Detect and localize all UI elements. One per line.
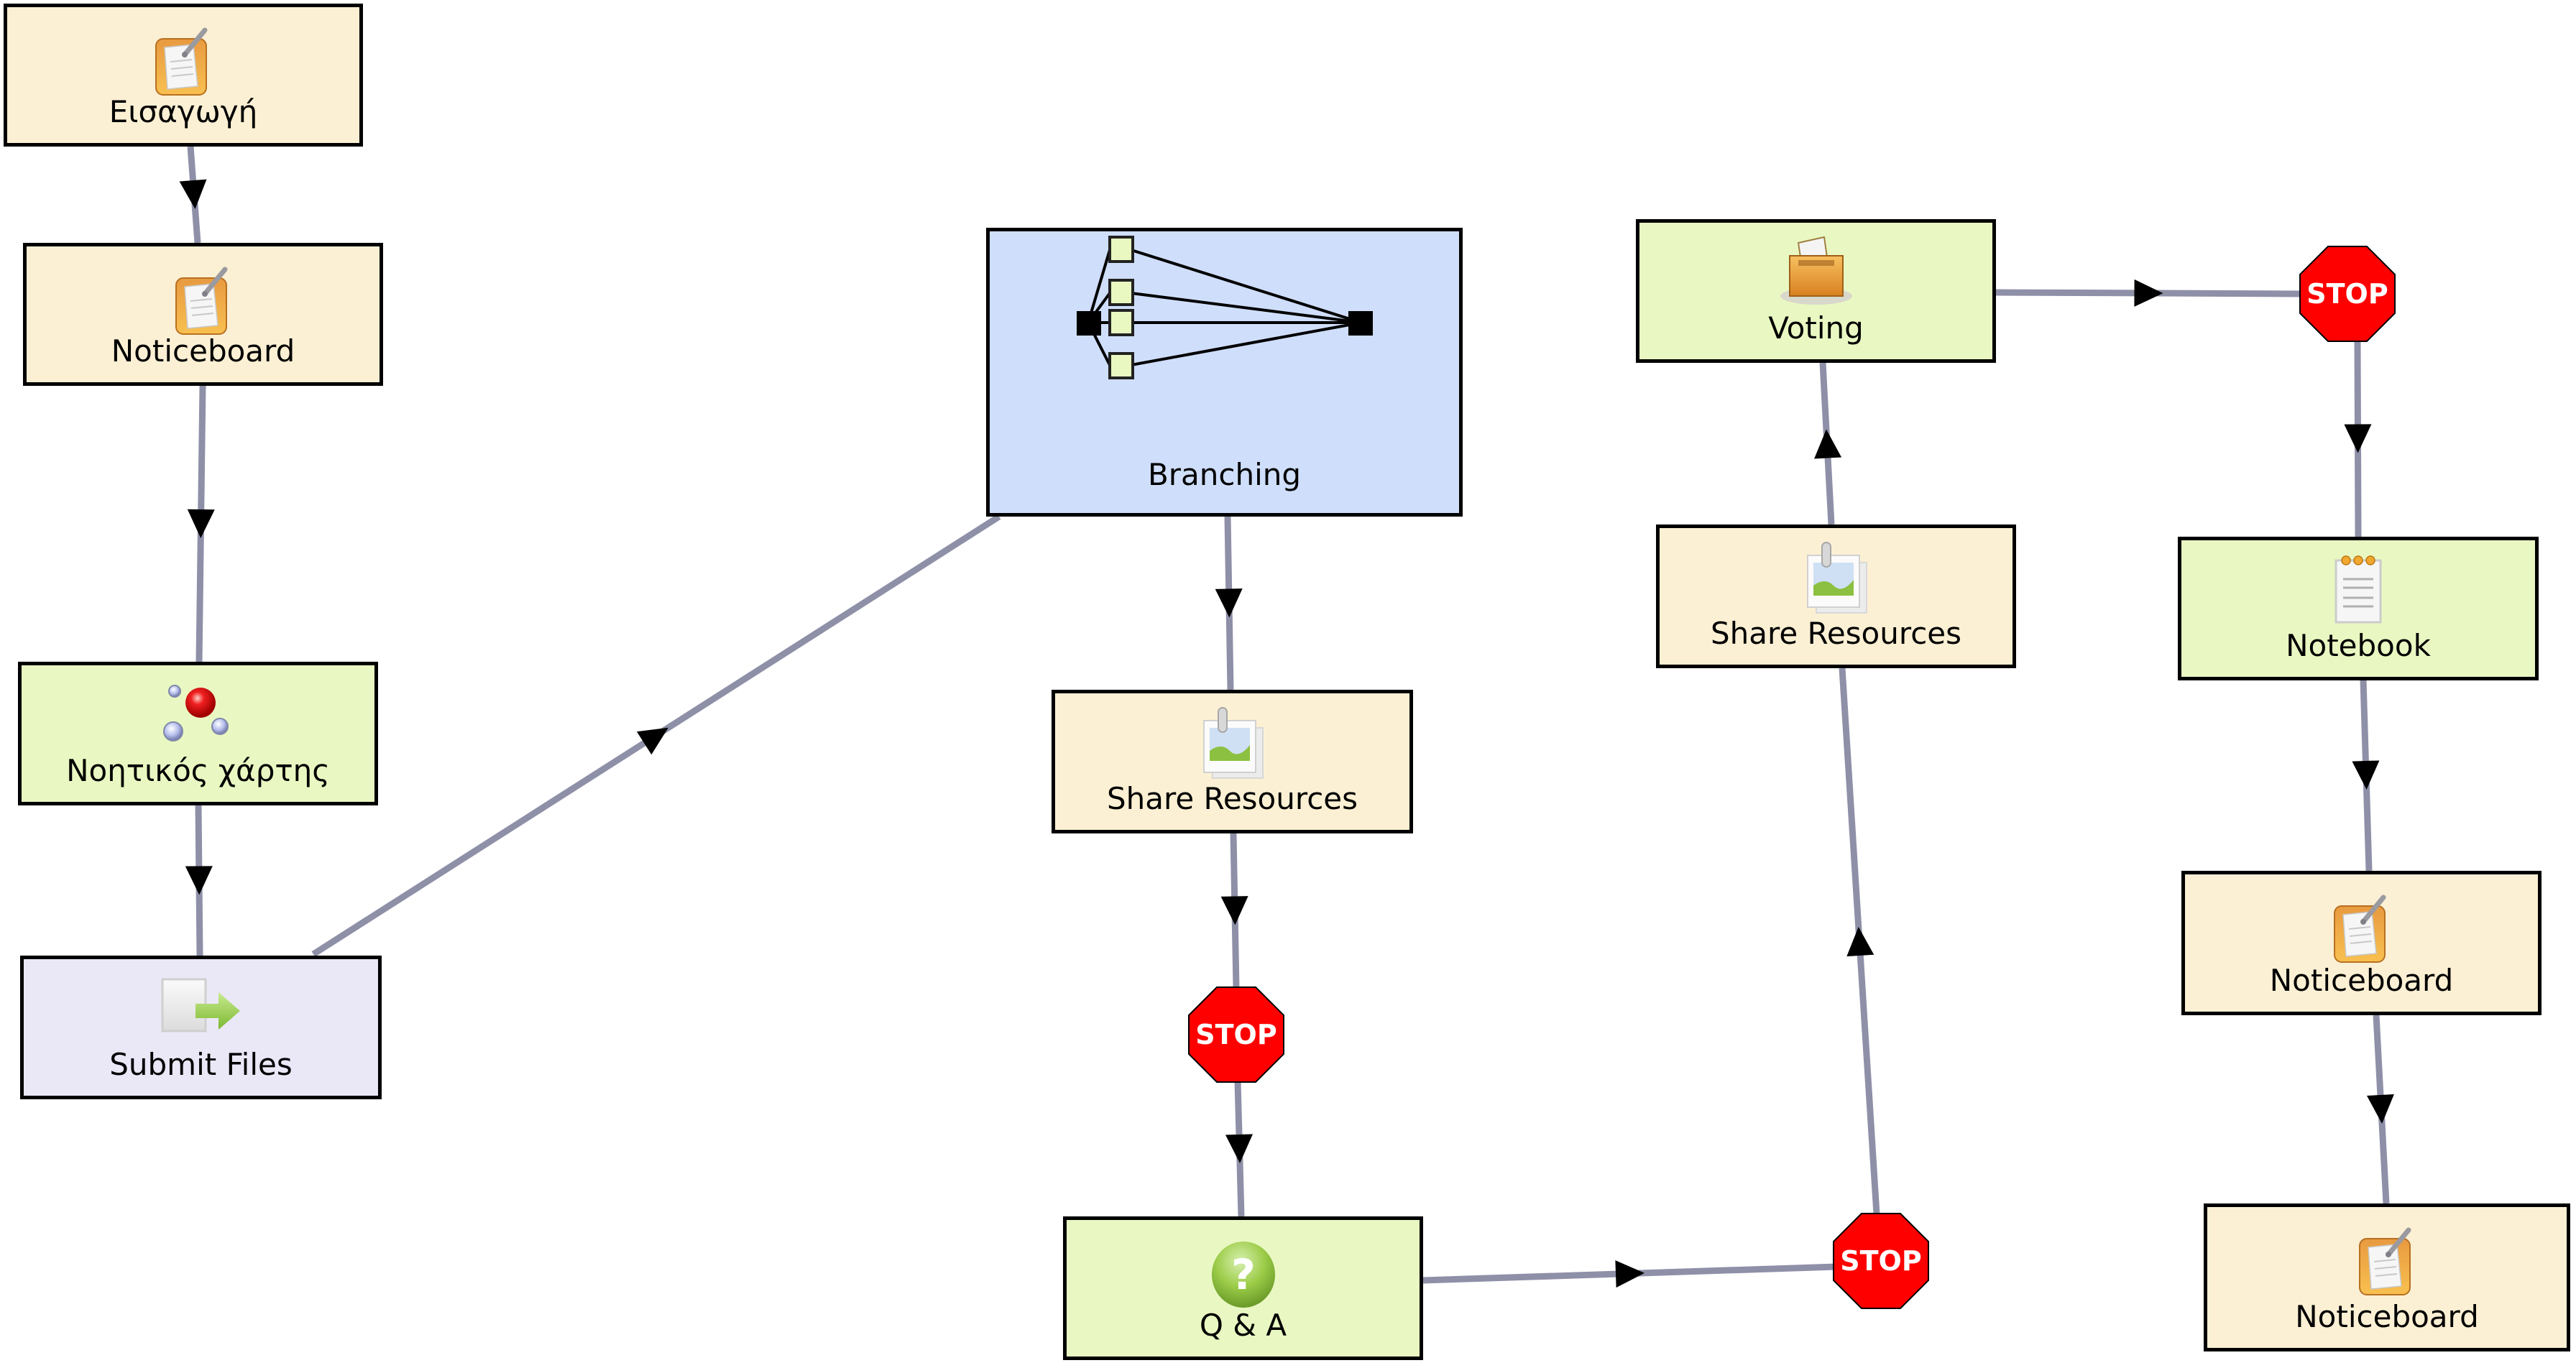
edge-n10-n11[interactable] — [2352, 679, 2380, 872]
stop-gate[interactable]: STOP — [1188, 986, 1284, 1083]
ballot-box-icon — [1780, 236, 1852, 305]
edge-n9-s3[interactable] — [1995, 279, 2302, 307]
edge-n6-s1[interactable] — [1220, 833, 1248, 989]
stop-gate[interactable]: STOP — [1833, 1213, 1929, 1309]
activity-label: Voting — [1768, 310, 1864, 346]
activity-share-resources[interactable]: Share Resources — [1052, 690, 1413, 833]
stop-sign-icon — [1188, 986, 1284, 1083]
noticeboard-icon — [175, 267, 227, 335]
arrowhead-icon — [187, 509, 215, 538]
arrowhead-icon — [1225, 1134, 1253, 1163]
activity-label: Noticeboard — [2295, 1299, 2479, 1334]
arrowhead-icon — [179, 179, 207, 209]
arrowhead-icon — [1215, 588, 1243, 618]
activity-mindmap[interactable]: Νοητικός χάρτης — [18, 662, 378, 805]
activity-label: Noticeboard — [2269, 963, 2454, 998]
activity-label: Share Resources — [1106, 781, 1358, 816]
svg-text:?: ? — [1231, 1250, 1256, 1299]
activity-label: Submit Files — [109, 1047, 293, 1082]
notebook-icon — [2334, 555, 2382, 624]
edge-n8-n9[interactable] — [1814, 362, 1842, 525]
edge-s3-n10[interactable] — [2344, 340, 2372, 537]
activity-branching[interactable]: Branching — [986, 228, 1463, 517]
activity-share-resources-2[interactable]: Share Resources — [1656, 524, 2016, 668]
activity-label: Εισαγωγή — [109, 94, 258, 129]
noticeboard-icon — [2333, 895, 2386, 963]
share-resources-icon — [1806, 542, 1867, 614]
activity-voting[interactable]: Voting — [1636, 219, 1996, 363]
activity-submit-files[interactable]: Submit Files — [20, 956, 382, 1099]
activity-noticeboard-2[interactable]: Noticeboard — [2181, 871, 2542, 1015]
activity-label: Q & A — [1199, 1308, 1287, 1343]
stop-gate[interactable]: STOP — [2299, 246, 2396, 342]
arrowhead-icon — [1846, 927, 1874, 957]
stop-label: STOP — [2306, 278, 2388, 310]
mindmap-icon — [162, 685, 229, 741]
activity-label: Νοητικός χάρτης — [66, 753, 330, 788]
question-icon: ? — [1211, 1242, 1275, 1308]
arrowhead-icon — [1220, 896, 1248, 925]
activity-introduction[interactable]: Εισαγωγή — [4, 4, 363, 147]
arrowhead-icon — [185, 866, 213, 895]
arrowhead-icon — [2134, 279, 2163, 307]
edge-n7-s2[interactable] — [1422, 1260, 1838, 1288]
arrowhead-icon — [1814, 429, 1842, 459]
stop-label: STOP — [1195, 1019, 1277, 1050]
submit-files-icon — [161, 978, 240, 1032]
stop-label: STOP — [1840, 1245, 1922, 1277]
branching-icon — [1076, 236, 1373, 379]
activity-label: Share Resources — [1710, 616, 1962, 651]
arrowhead-icon — [2352, 760, 2380, 790]
edge-n1-n2[interactable] — [179, 146, 207, 244]
activity-label: Notebook — [2286, 628, 2431, 663]
activity-noticeboard[interactable]: Noticeboard — [23, 243, 383, 386]
edge-n3-n4[interactable] — [185, 805, 213, 956]
noticeboard-icon — [155, 27, 208, 96]
edge-n4-n5[interactable] — [311, 514, 1001, 957]
noticeboard-icon — [2359, 1227, 2411, 1295]
arrowhead-icon — [636, 727, 668, 755]
edge-n11-n12[interactable] — [2366, 1015, 2394, 1204]
activity-notebook[interactable]: Notebook — [2178, 537, 2539, 680]
edge-n2-n3[interactable] — [187, 385, 215, 662]
arrowhead-icon — [2366, 1094, 2394, 1124]
activity-label: Branching — [1147, 457, 1302, 492]
stop-sign-icon — [1833, 1213, 1929, 1309]
edge-n5-n6[interactable] — [1215, 516, 1243, 690]
stop-sign-icon — [2299, 246, 2396, 342]
activity-label: Noticeboard — [111, 333, 295, 369]
arrowhead-icon — [2344, 424, 2372, 453]
activity-qa[interactable]: ? Q & A — [1063, 1216, 1423, 1360]
edge-s1-n7[interactable] — [1225, 1081, 1253, 1217]
share-resources-icon — [1202, 707, 1264, 779]
activity-noticeboard-3[interactable]: Noticeboard — [2204, 1203, 2570, 1351]
arrowhead-icon — [1615, 1260, 1644, 1288]
edge-s2-n8[interactable] — [1839, 667, 1880, 1215]
